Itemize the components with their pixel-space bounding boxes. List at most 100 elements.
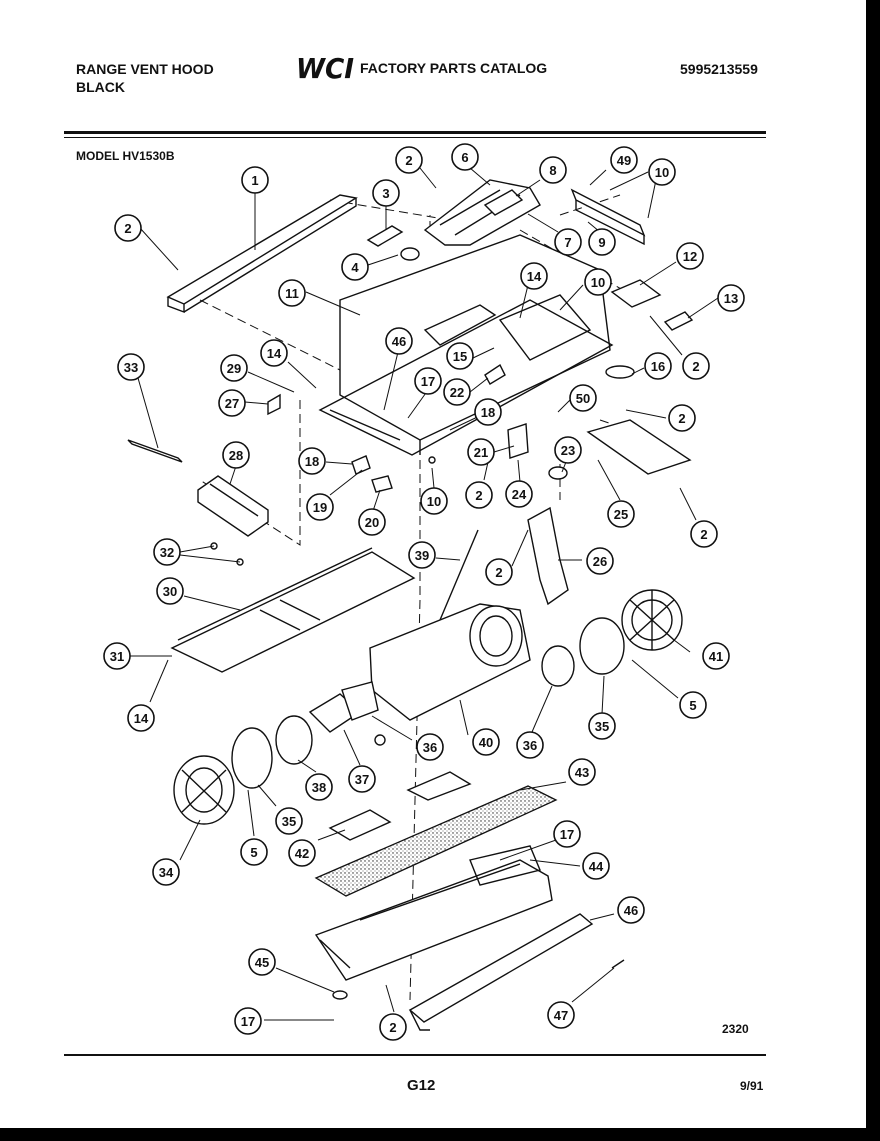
callout-10: 10 bbox=[584, 268, 612, 296]
callout-35: 35 bbox=[588, 712, 616, 740]
callout-46: 46 bbox=[617, 896, 645, 924]
callout-number: 41 bbox=[709, 649, 723, 664]
callout-number: 8 bbox=[549, 163, 556, 178]
callout-39: 39 bbox=[408, 541, 436, 569]
callout-number: 46 bbox=[392, 334, 406, 349]
callout-number: 14 bbox=[267, 346, 282, 361]
callout-30: 30 bbox=[156, 577, 184, 605]
callout-number: 22 bbox=[450, 385, 464, 400]
part-filter-rod bbox=[127, 439, 183, 463]
callout-number: 36 bbox=[423, 740, 437, 755]
callout-41: 41 bbox=[702, 642, 730, 670]
callout-number: 39 bbox=[415, 548, 429, 563]
callout-number: 33 bbox=[124, 360, 138, 375]
callout-22: 22 bbox=[443, 378, 471, 406]
callout-number: 28 bbox=[229, 448, 243, 463]
callout-24: 24 bbox=[505, 480, 533, 508]
callout-14: 14 bbox=[260, 339, 288, 367]
callout-number: 31 bbox=[110, 649, 124, 664]
revision-date: 9/91 bbox=[740, 1079, 764, 1093]
part-top-bracket bbox=[423, 179, 541, 246]
callout-18: 18 bbox=[298, 447, 326, 475]
part-light-socket bbox=[332, 990, 348, 1000]
callout-number: 40 bbox=[479, 735, 493, 750]
callout-number: 4 bbox=[351, 260, 359, 275]
callout-2: 2 bbox=[690, 520, 718, 548]
callout-17: 17 bbox=[414, 367, 442, 395]
callout-leaders bbox=[130, 167, 719, 1021]
callout-32: 32 bbox=[153, 538, 181, 566]
callout-25: 25 bbox=[607, 500, 635, 528]
callout-number: 2 bbox=[692, 359, 699, 374]
callout-number: 35 bbox=[595, 719, 609, 734]
callout-number: 17 bbox=[560, 827, 574, 842]
callout-42: 42 bbox=[288, 839, 316, 867]
part-motor bbox=[308, 681, 386, 746]
part-rod bbox=[439, 529, 479, 621]
callout-36: 36 bbox=[516, 731, 544, 759]
callout-number: 50 bbox=[576, 391, 590, 406]
part-right-bracket bbox=[605, 279, 694, 379]
callout-26: 26 bbox=[586, 547, 614, 575]
drawing-number: 2320 bbox=[722, 1022, 749, 1036]
callout-number: 24 bbox=[512, 487, 527, 502]
callout-number: 25 bbox=[614, 507, 628, 522]
product-name: RANGE VENT HOOD bbox=[76, 61, 214, 77]
callout-5: 5 bbox=[240, 838, 268, 866]
callout-23: 23 bbox=[554, 436, 582, 464]
callout-45: 45 bbox=[248, 948, 276, 976]
callout-44: 44 bbox=[582, 852, 610, 880]
callout-number: 2 bbox=[700, 527, 707, 542]
part-small-hardware bbox=[210, 393, 568, 566]
callout-2: 2 bbox=[465, 481, 493, 509]
callout-1: 1 bbox=[241, 166, 269, 194]
part-motor-plate-right bbox=[579, 617, 625, 675]
callout-2: 2 bbox=[485, 558, 513, 586]
callout-15: 15 bbox=[446, 342, 474, 370]
callout-number: 2 bbox=[389, 1020, 396, 1035]
part-motor-mount-right bbox=[541, 645, 575, 687]
callout-number: 15 bbox=[453, 349, 467, 364]
callout-37: 37 bbox=[348, 765, 376, 793]
callout-11: 11 bbox=[278, 279, 306, 307]
callout-number: 49 bbox=[617, 153, 631, 168]
callout-number: 5 bbox=[250, 845, 257, 860]
callout-number: 6 bbox=[461, 150, 468, 165]
part-trim-rail bbox=[166, 194, 358, 314]
part-wire-duct bbox=[527, 506, 569, 606]
callout-number: 23 bbox=[561, 443, 575, 458]
header-rule-thin bbox=[64, 137, 766, 138]
part-motor-mount-left bbox=[275, 715, 313, 765]
callout-4: 4 bbox=[341, 253, 369, 281]
callout-number: 38 bbox=[312, 780, 326, 795]
callout-8: 8 bbox=[539, 156, 567, 184]
callout-2: 2 bbox=[395, 146, 423, 174]
callout-number: 29 bbox=[227, 361, 241, 376]
part-blower-wheel-right bbox=[621, 589, 683, 651]
callout-number: 27 bbox=[225, 396, 239, 411]
part-switch-block bbox=[366, 225, 420, 261]
part-glass-panel bbox=[170, 547, 416, 673]
callout-number: 2 bbox=[475, 488, 482, 503]
page-code: G12 bbox=[407, 1077, 436, 1094]
callout-33: 33 bbox=[117, 353, 145, 381]
part-clip bbox=[611, 959, 625, 969]
catalog-title: FACTORY PARTS CATALOG bbox=[360, 60, 548, 76]
model-label: MODEL HV1530B bbox=[76, 149, 175, 163]
callout-number: 2 bbox=[678, 411, 685, 426]
callout-number: 2 bbox=[495, 565, 502, 580]
callout-47: 47 bbox=[547, 1001, 575, 1029]
callout-14: 14 bbox=[520, 262, 548, 290]
callout-number: 47 bbox=[554, 1008, 568, 1023]
callout-number: 12 bbox=[683, 249, 697, 264]
callout-number: 17 bbox=[421, 374, 435, 389]
callout-number: 5 bbox=[689, 698, 696, 713]
callout-number: 2 bbox=[405, 153, 412, 168]
callout-16: 16 bbox=[644, 352, 672, 380]
callout-number: 18 bbox=[481, 405, 495, 420]
callout-9: 9 bbox=[588, 228, 616, 256]
part-grease-filter bbox=[314, 771, 558, 897]
catalog-number: 5995213559 bbox=[680, 61, 758, 77]
